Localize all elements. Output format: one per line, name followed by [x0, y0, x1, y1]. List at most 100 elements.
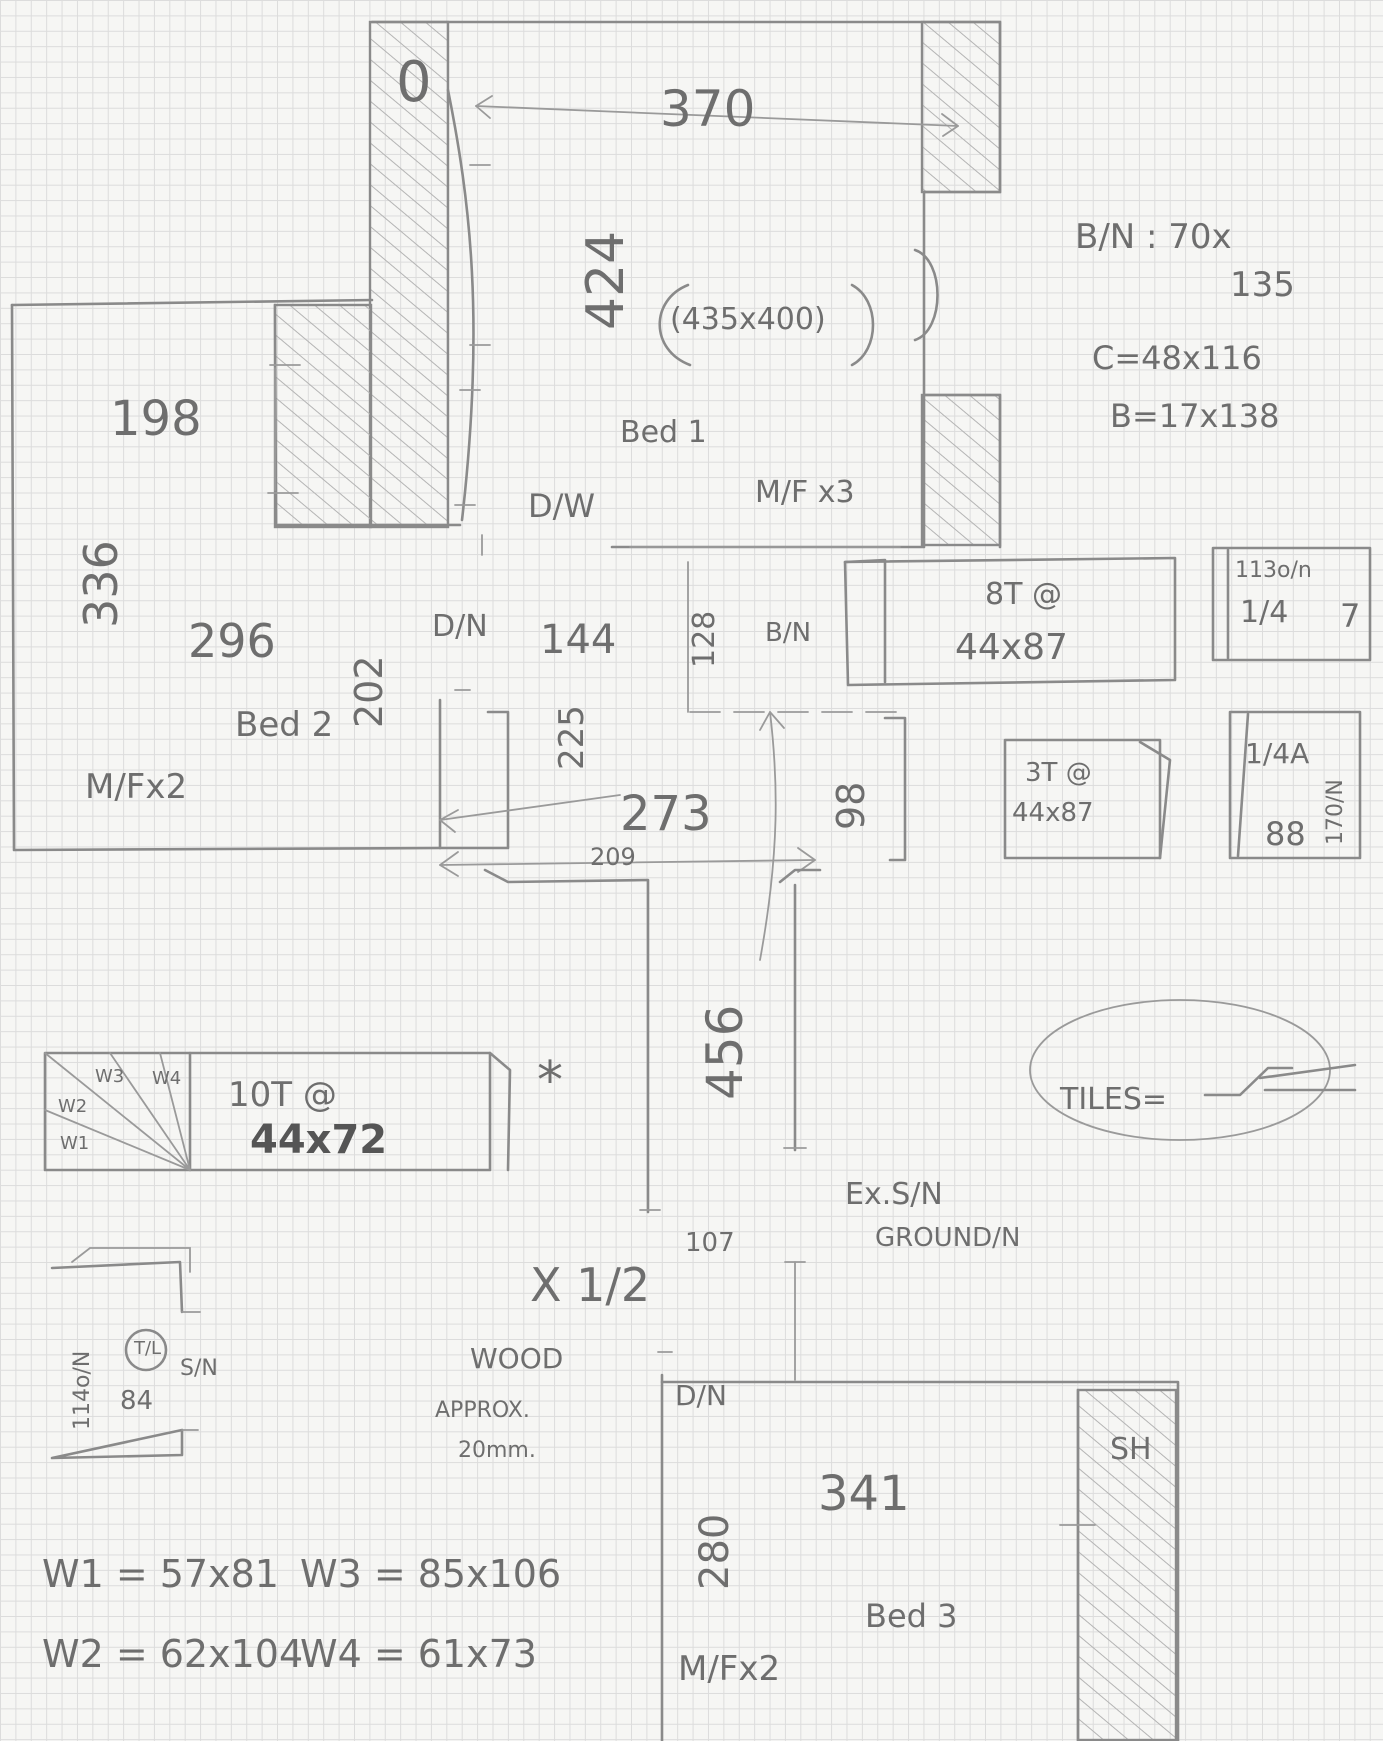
tiles-note — [1029, 999, 1357, 1141]
tiles-ellipse — [1029, 999, 1331, 1141]
dim-98-bracket — [883, 716, 907, 862]
bed1-left-wall-hatch — [368, 20, 450, 529]
dim-107: 107 — [685, 1228, 735, 1258]
note-113: 113o/n — [1235, 558, 1312, 583]
dim-370-line — [475, 105, 959, 127]
label-approx: APPROX. — [435, 1398, 530, 1423]
dim-273-arrow — [439, 809, 459, 833]
dim-370-arrow-right — [941, 113, 959, 137]
note-quarter-b: 1/4A — [1245, 737, 1310, 770]
stair-left-edge — [483, 868, 650, 1214]
label-tiles: TILES= — [1060, 1082, 1168, 1117]
label-dn: D/N — [432, 609, 488, 644]
label-sh: SH — [1110, 1432, 1152, 1467]
tl-label: T/L — [134, 1338, 162, 1359]
note-sn-small: S/N — [180, 1356, 218, 1381]
winder-10t-count: 10T @ — [228, 1075, 337, 1115]
tiles-profile — [1203, 1066, 1294, 1097]
dim-209: 209 — [590, 843, 636, 871]
dim-202: 202 — [347, 655, 391, 728]
bed2-stair-notch — [438, 698, 510, 850]
bed2-wall-hatch — [273, 303, 373, 529]
dim-209-line — [439, 859, 816, 866]
winder-10t-size: 44x72 — [250, 1117, 388, 1163]
bed2-outline — [10, 303, 442, 852]
label-dw: D/W — [528, 487, 596, 525]
dim-98: 98 — [829, 781, 873, 830]
note-b-17x138: B=17x138 — [1110, 397, 1280, 435]
note-bn-70x: B/N : 70x — [1075, 217, 1232, 257]
landing — [439, 546, 907, 1214]
bed2-room — [10, 298, 510, 852]
note-88: 88 — [1265, 815, 1306, 853]
label-ground: GROUND/N — [875, 1223, 1021, 1253]
dim-341: 341 — [818, 1466, 910, 1522]
panel-quarter — [1228, 710, 1362, 860]
winder-w4-size: W4 = 61x73 — [300, 1632, 537, 1676]
winder-w2-size: W2 = 62x104 — [42, 1632, 304, 1676]
label-bed3: Bed 3 — [865, 1597, 958, 1635]
tl-ticks — [181, 1311, 201, 1431]
winder-w3: W3 — [95, 1066, 125, 1087]
dim-456: 456 — [696, 1004, 754, 1100]
label-bn-arrow: B/N — [765, 618, 812, 648]
dim-296: 296 — [188, 614, 276, 668]
bed1-right-wall-lower-hatch — [920, 393, 1002, 547]
label-mf-x3: M/F x3 — [755, 475, 855, 510]
asterisk-marker: * — [537, 1051, 563, 1111]
winder-detail — [43, 1051, 512, 1172]
stair-direction-arrowhead — [759, 711, 785, 731]
note-7: 7 — [1340, 597, 1361, 635]
panel-8t-size: 44x87 — [955, 627, 1068, 668]
label-dn-lower: D/N — [675, 1379, 727, 1412]
dim-273: 273 — [620, 786, 712, 842]
note-84: 84 — [120, 1386, 154, 1416]
stair-direction-arrow — [759, 711, 777, 961]
dim-225: 225 — [552, 705, 592, 770]
bed3-wall-hatch — [1076, 1388, 1178, 1741]
bed3-top — [660, 1380, 1180, 1741]
dim-370-arrow-left — [475, 95, 493, 119]
label-bed2: Bed 2 — [235, 705, 334, 745]
panel-quarter-inner — [1236, 712, 1250, 858]
panel-3t-count: 3T @ — [1025, 758, 1092, 788]
winder-w1: W1 — [60, 1133, 90, 1154]
bed1-wall-curve — [446, 88, 475, 522]
dim-198: 198 — [110, 391, 202, 447]
panel-113 — [1211, 546, 1372, 662]
dim-209-arrow-left — [439, 851, 459, 877]
label-wood: WOOD — [470, 1342, 564, 1375]
tl-outline — [50, 1260, 184, 1460]
label-20mm: 20mm. — [458, 1438, 536, 1463]
bed3-room — [657, 1261, 1180, 1741]
winder-end — [488, 1051, 512, 1172]
bed1-paren-right — [850, 283, 875, 367]
tl-circle — [124, 1328, 168, 1372]
label-mf-x2-lower: M/Fx2 — [678, 1649, 781, 1689]
panel-3t-edge — [1138, 740, 1172, 860]
note-quarter-a: 1/4 — [1240, 595, 1289, 630]
label-x-half: X 1/2 — [530, 1258, 651, 1312]
dim-273-line — [439, 794, 621, 821]
label-ex-sn: Ex.S/N — [845, 1177, 943, 1212]
bed1-right-wall-upper-hatch — [920, 20, 1002, 194]
stair-right-top — [778, 868, 822, 884]
winder-w1-w3-sizes: W1 = 57x81 — [42, 1552, 279, 1596]
dim-280: 280 — [692, 1513, 738, 1590]
dim-370: 370 — [660, 80, 756, 138]
winder-w2: W2 — [58, 1096, 88, 1117]
panel-8t-count: 8T @ — [985, 577, 1062, 612]
bed1-paren-left — [658, 283, 692, 367]
panel-8t-step — [843, 558, 887, 684]
note-c-48x116: C=48x116 — [1092, 339, 1262, 377]
tl-detail — [50, 1247, 201, 1460]
tiles-tile-lines — [1258, 1063, 1357, 1092]
label-bed1: Bed 1 — [620, 415, 707, 450]
label-zero: 0 — [396, 50, 432, 115]
tl-top-edge — [71, 1247, 191, 1273]
winder-w4: W4 — [152, 1068, 182, 1089]
winder-diagonals — [44, 1052, 191, 1171]
panel-8t — [843, 556, 1177, 687]
dim-144: 144 — [540, 617, 617, 663]
